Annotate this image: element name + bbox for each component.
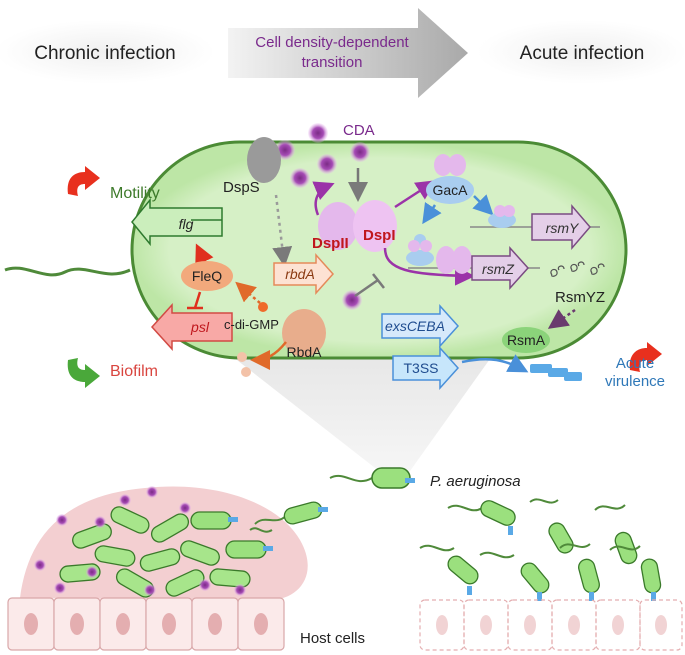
cda-dot xyxy=(290,168,310,188)
rsmz-regulator-right xyxy=(420,240,432,252)
biofilm-down-arrow xyxy=(67,358,100,388)
acute-virulence-line1: Acute xyxy=(616,355,654,372)
transition-label-line1: Cell density-dependent xyxy=(255,34,409,51)
dsp-complex: DspII DspI xyxy=(312,200,397,252)
acute-infection-label: Acute infection xyxy=(520,43,645,64)
acute-glow xyxy=(477,20,685,84)
fleq-protein xyxy=(181,261,233,291)
virulence-up-arrow xyxy=(629,342,662,372)
biofilm-cda-dots xyxy=(34,486,246,596)
transitioning-bacteria xyxy=(190,501,328,559)
dspi-protein xyxy=(353,200,397,252)
planktonic-bacteria xyxy=(419,498,662,601)
rsmyz-label: RsmYZ xyxy=(555,289,605,306)
fleq-to-flg-arrow xyxy=(195,243,214,266)
dsp-to-rsmz-arrow xyxy=(383,247,475,286)
rbda-protein xyxy=(282,309,326,357)
degraded-product-dot xyxy=(237,352,247,362)
rbda-protein-label: RbdA xyxy=(286,344,322,360)
dspii-protein xyxy=(318,202,358,250)
rsmy-regulator-right xyxy=(503,205,515,217)
dsps-protein xyxy=(247,137,281,183)
motility-up-arrow xyxy=(67,166,100,196)
rsmz-dsp-right xyxy=(452,246,472,274)
psl-gene-arrow xyxy=(150,303,233,351)
flg-gene-arrow xyxy=(131,197,223,247)
chronic-glow xyxy=(0,20,215,84)
secretion-needle-icon xyxy=(530,364,582,381)
dsps-label: DspS xyxy=(223,179,260,196)
t3ss-to-needle-arrow xyxy=(461,354,529,373)
rsmz-promoter-blob xyxy=(406,250,434,266)
cda-dot xyxy=(350,142,370,162)
t3ss-label: T3SS xyxy=(403,360,438,376)
cda-inhibit-bar xyxy=(372,273,385,289)
species-label: P. aeruginosa xyxy=(430,473,521,490)
t3ss-arrow xyxy=(392,346,460,390)
cda-label: CDA xyxy=(343,122,375,139)
rsma-protein xyxy=(502,327,550,353)
dspi-label: DspI xyxy=(363,227,396,244)
cda-dot xyxy=(317,154,337,174)
dsp-feedback-arrow xyxy=(312,181,335,216)
motility-label: Motility xyxy=(110,185,160,202)
acute-virulence-line2: virulence xyxy=(605,373,665,390)
dsp-to-gaca-arrow xyxy=(394,180,437,209)
rsmyz-rna-icon xyxy=(550,261,605,277)
gaca-label: GacA xyxy=(432,182,468,198)
cda-inhibit-line xyxy=(354,278,379,298)
degraded-product-dot xyxy=(241,367,251,377)
rbda-degrade-arrow xyxy=(250,341,287,370)
rsmy-regulator-left xyxy=(494,205,506,217)
rsmy-gene-arrow xyxy=(531,203,591,251)
gaca-to-rsmy-arrow xyxy=(472,194,494,216)
rsmz-label: rsmZ xyxy=(482,261,514,277)
gaca-to-rsmz-arrow xyxy=(422,201,442,225)
exsceba-label: exsCEBA xyxy=(385,318,445,334)
psl-label: psl xyxy=(190,319,210,335)
header: Chronic infection Cell density-dependent… xyxy=(0,8,685,98)
cdigmp-label: c-di-GMP xyxy=(224,317,279,332)
dspii-label: DspII xyxy=(312,235,349,252)
rsmz-dsp-left xyxy=(436,246,456,274)
flagellum xyxy=(4,266,131,277)
gaca-dimer-right xyxy=(448,154,466,176)
rsmyz-to-rsma-arrow xyxy=(547,308,576,329)
chronic-infection-label: Chronic infection xyxy=(34,43,176,64)
fleq-label: FleQ xyxy=(192,268,222,284)
fleq-inhibit-psl-line xyxy=(193,291,202,309)
dsps-to-rbda-arrow xyxy=(272,194,293,267)
gaca-dimer-left xyxy=(434,154,452,176)
host-cells-label: Host cells xyxy=(300,630,365,647)
cda-dot xyxy=(308,123,328,143)
host-cells-damaged xyxy=(419,599,683,651)
host-cells-healthy xyxy=(7,597,285,651)
exsceba-gene-arrow xyxy=(381,304,460,348)
small-bacterium xyxy=(329,467,415,489)
cdigmp-to-fleq-arrow xyxy=(235,281,261,304)
transition-arrow xyxy=(228,8,468,98)
rsmz-regulator-left xyxy=(408,240,420,252)
flg-label: flg xyxy=(179,216,194,232)
rbda-gene-label: rbdA xyxy=(285,266,315,282)
rsmy-label: rsmY xyxy=(546,220,580,236)
transition-label-line2: transition xyxy=(302,54,363,71)
cdigmp-molecule xyxy=(258,302,268,312)
biofilm-label: Biofilm xyxy=(110,363,158,380)
gaca-protein xyxy=(426,176,474,204)
rsma-label: RsmA xyxy=(507,332,546,348)
rbda-gene-arrow xyxy=(273,253,335,295)
rsmz-gene-arrow xyxy=(471,246,530,290)
